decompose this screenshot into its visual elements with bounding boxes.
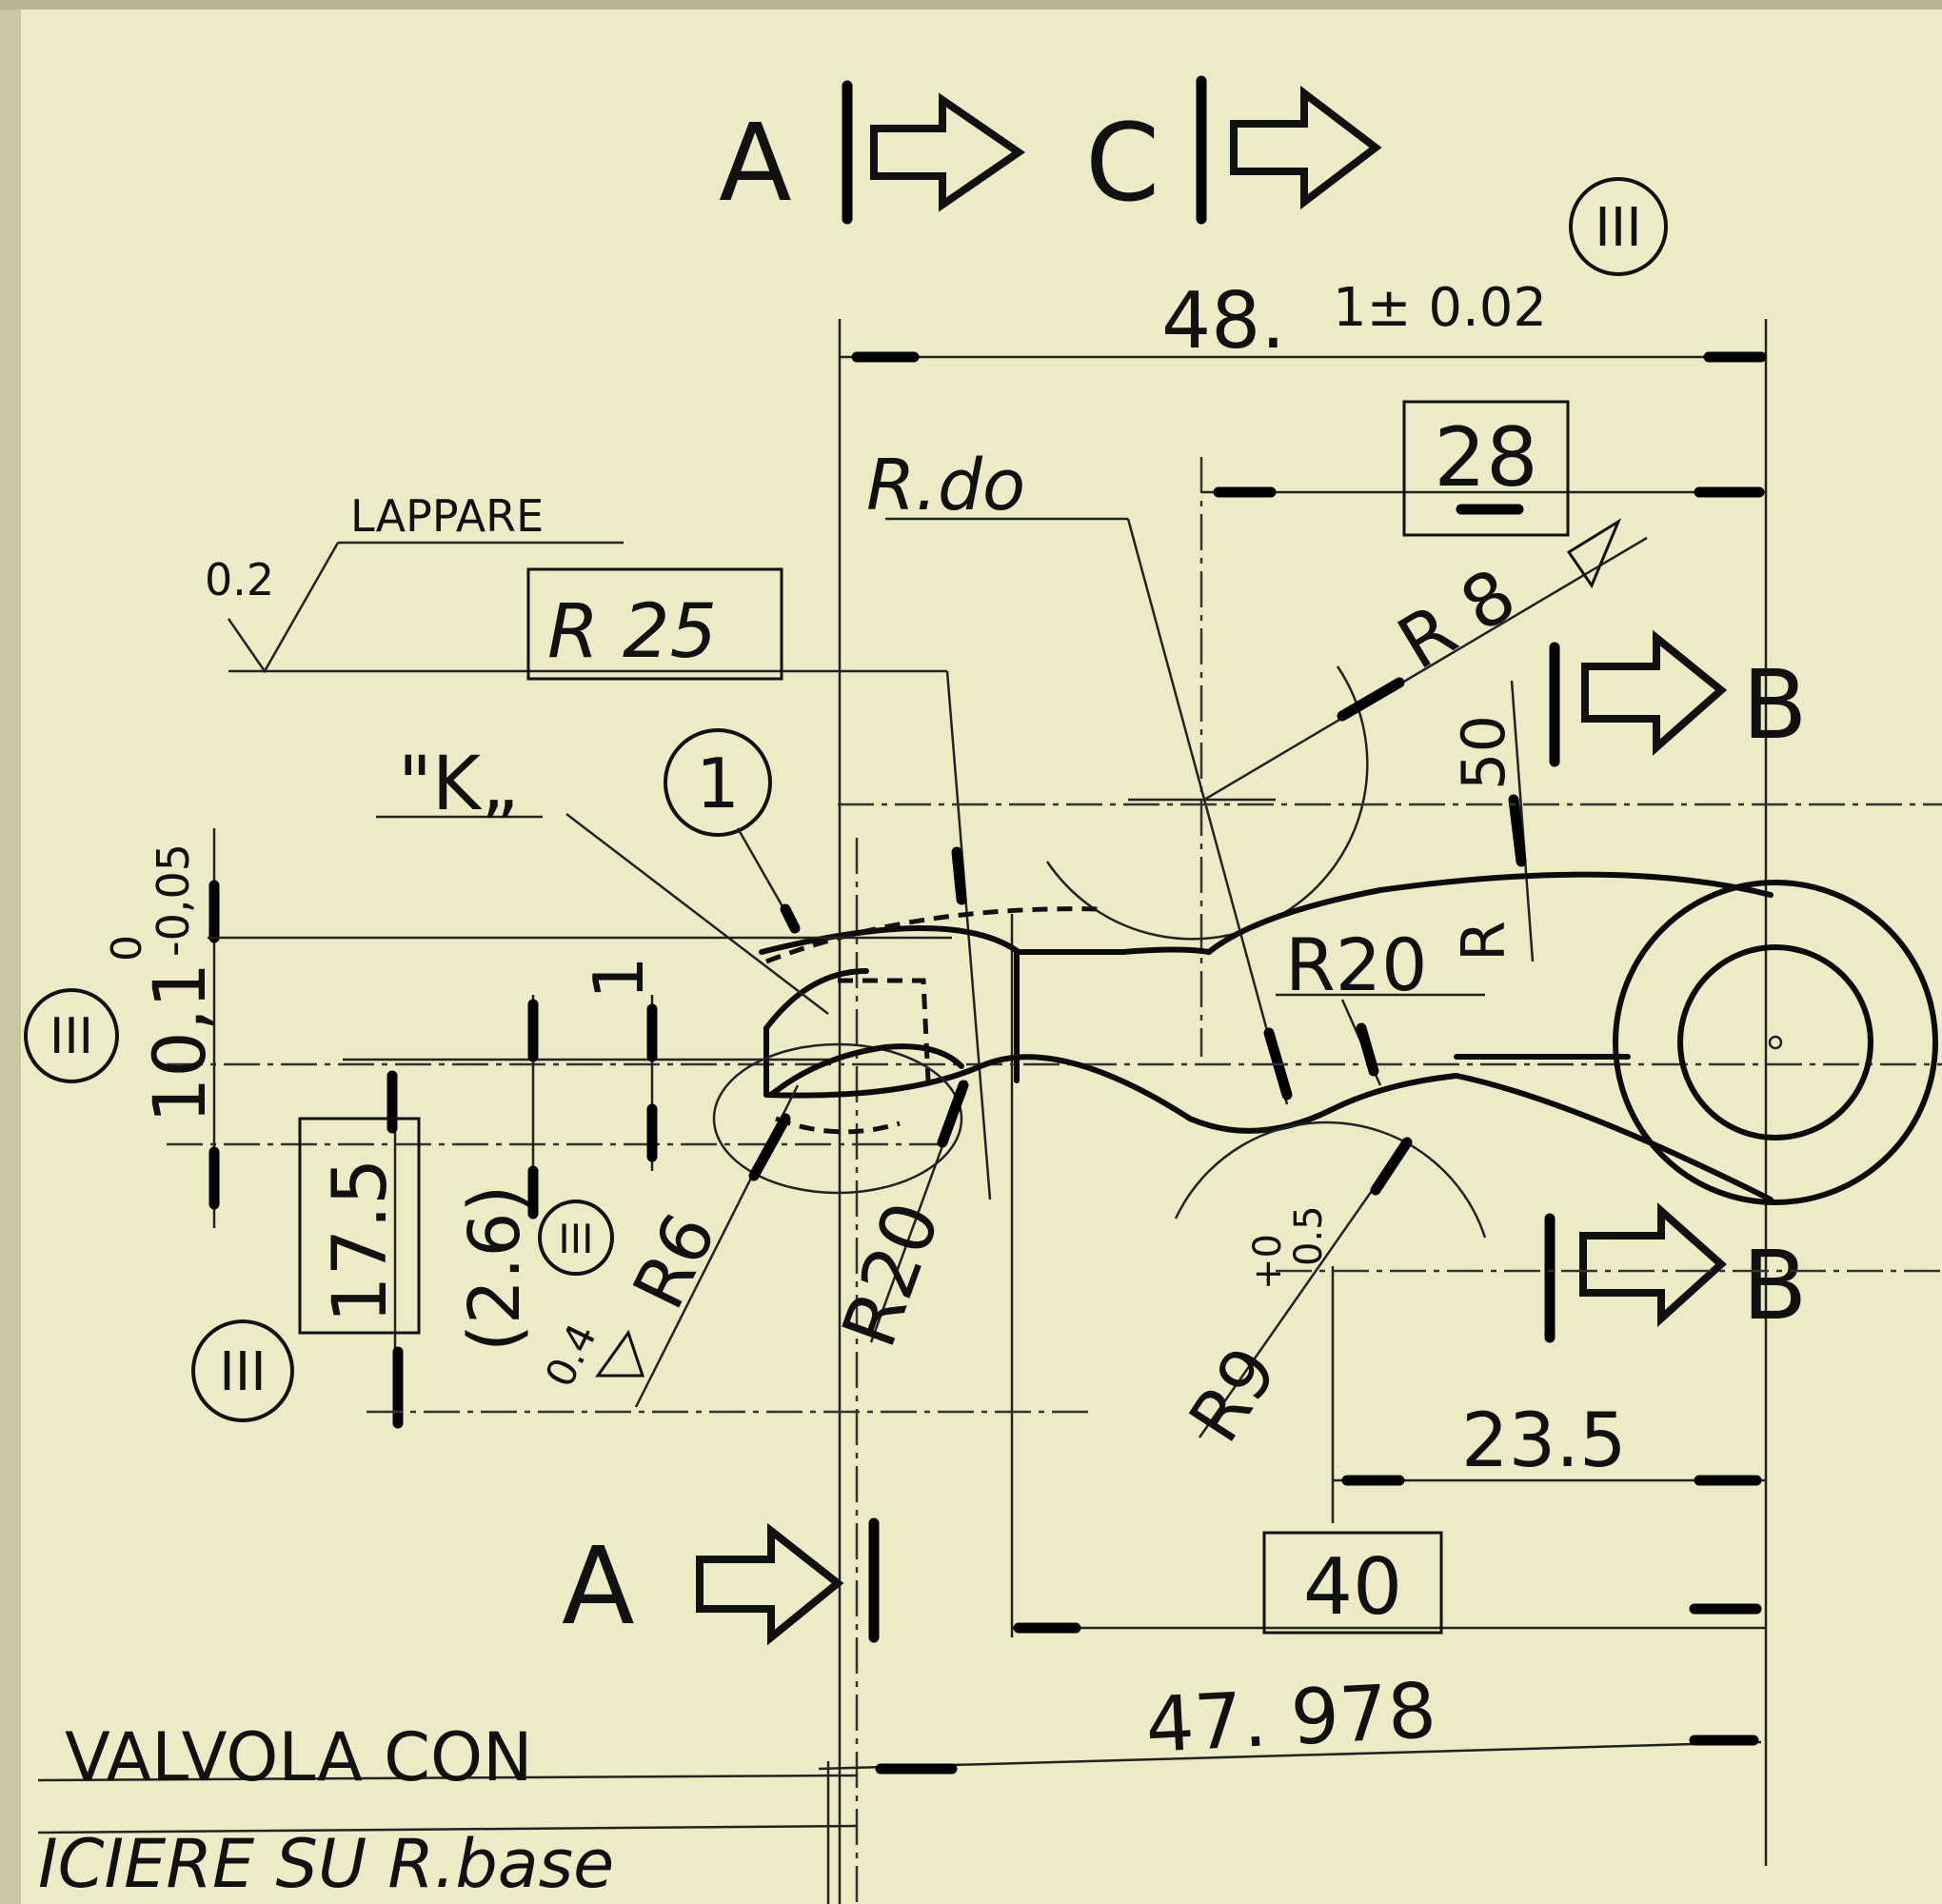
roman-iii-label: III [50,1008,93,1065]
section-label-a-top: A [719,102,792,226]
roman-iii-circle-left: III [24,988,119,1083]
section-marker-c-top: C [1085,75,1382,226]
dimension-r25: R 25 [526,567,992,1200]
part-outline [376,813,1938,1239]
d40-label: 40 [1303,1542,1402,1633]
r50-label: 50 [1449,715,1518,790]
dim-1-label: 1 [579,956,659,1000]
r8-label: R 8 [1383,552,1529,686]
roman-iii-circle-center: III [538,1200,614,1276]
note-line-2: ICIERE SU R.base [38,1825,614,1903]
note-line-1: VALVOLA CON [65,1718,532,1796]
arrow-right-icon [870,92,1026,212]
dimension-r50: 50 R [1449,680,1535,962]
d47-978-label: 47. 978 [1143,1666,1438,1770]
k-marker: "K„ [398,742,519,827]
surface-finish-lappare: LAPPARE 0.2 [205,490,947,674]
item-balloon-1: 1 [664,728,801,934]
dimension-48-tolerance: 1± 0.02 [1333,277,1547,339]
r9-label: R9 [1174,1333,1294,1456]
arrow-right-icon [1230,85,1382,210]
section-marker-b-lower: B [1544,1202,1808,1343]
dimension-10-1: 10,1 0 -0,05 [103,828,952,1228]
dimension-17-5: 17.5 [298,1070,1095,1429]
r9-tol-lower: 0.5 [1287,1205,1331,1266]
dimension-28: 28 [1201,400,1766,537]
dim-17-5-label: 17.5 [318,1158,404,1323]
section-label-a-lower: A [562,1525,635,1649]
dim-10-1-tol-lower: -0,05 [148,843,199,957]
dim-2-6-label: (2.6) [454,1185,536,1352]
section-label-b-upper: B [1742,649,1808,761]
section-label-c: C [1085,102,1159,226]
roman-iii-label: III [1595,197,1642,259]
roman-iii-label: III [558,1216,593,1262]
dimension-r20-left: R20 [826,1080,969,1359]
section-label-b-lower: B [1742,1230,1808,1341]
surface-triangle-icon [595,1329,645,1378]
d23-5-label: 23.5 [1461,1398,1627,1484]
section-marker-a-lower: A [562,1517,880,1649]
dimension-40: 40 [1012,1531,1766,1635]
paper-top-edge [0,0,1942,10]
paper-left-edge [0,0,21,1904]
r20-left-label: R20 [826,1192,957,1359]
dim-10-1-label: 10,1 [137,962,222,1123]
r9-tol-upper: +0 [1246,1234,1290,1290]
bottom-notes: VALVOLA CON ICIERE SU R.base [37,1718,858,1904]
item-number: 1 [696,744,740,823]
val-0-4: 0.4 [536,1317,605,1395]
surface-triangle-icon [1566,518,1622,589]
section-marker-a-top: A [719,80,1026,226]
dimension-23-5: 23.5 [1333,1398,1766,1486]
roman-iii-label: III [219,1341,267,1403]
dimension-r20-right: R20 [1276,922,1485,1086]
lappare-label: LAPPARE [350,490,544,542]
arrow-right-icon [1581,629,1728,756]
r25-label: R 25 [547,589,717,675]
leader-r-do: R.do [866,445,1293,1105]
roman-iii-circle-bottom-left: III [191,1319,294,1422]
dim-10-1-tol-upper: 0 [103,935,151,962]
section-marker-b-upper: B [1549,629,1808,767]
dimension-28-label: 28 [1434,410,1537,506]
dimension-48-main: 48. [1161,276,1285,367]
r-small-label: R [1449,921,1518,962]
r-do-label: R.do [866,445,1025,526]
arrow-right-icon [1579,1202,1727,1328]
arrow-right-icon [696,1522,844,1646]
lap-value: 0.2 [205,554,274,605]
dimension-47-978: 47. 978 [818,1666,1762,1775]
r20-right-label: R20 [1285,922,1428,1007]
roman-iii-circle-top: III [1569,177,1668,276]
dimension-r9: R9 +0 0.5 [1174,1137,1413,1457]
r6-label: R6 [618,1201,732,1321]
dimension-1: 1 [527,956,659,1220]
dimension-48-1: 48. 1± 0.02 [840,276,1767,367]
